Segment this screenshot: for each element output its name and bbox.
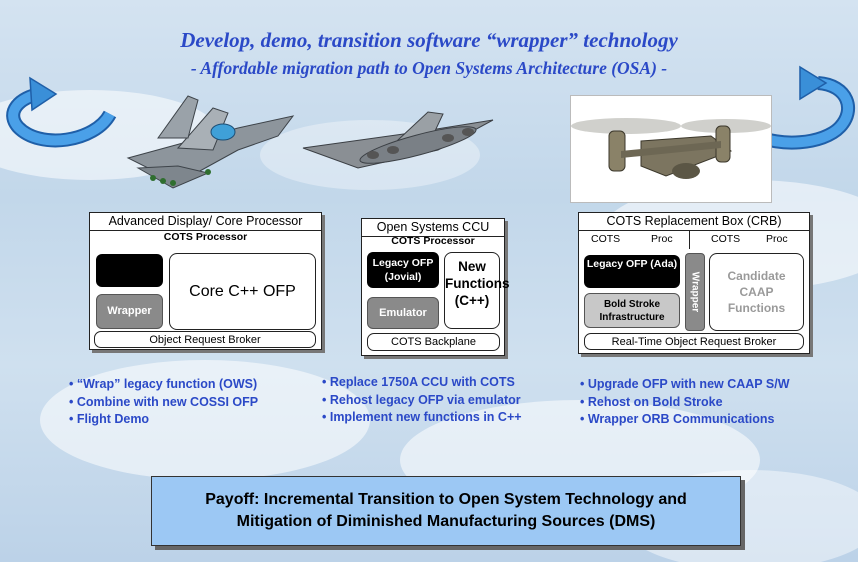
payoff-line-2: Mitigation of Diminished Manufacturing S… xyxy=(236,513,656,530)
bullet-item: • Upgrade OFP with new CAAP S/W xyxy=(580,377,790,391)
header-title: Develop, demo, transition software “wrap… xyxy=(180,28,678,52)
candidate-caap-block: Candidate CAAP Functions xyxy=(709,253,804,331)
legacy-ofp-ada-block: Legacy OFP (Ada) xyxy=(584,255,680,288)
advanced-display-core-processor-box: Advanced Display/ Core Processor COTS Pr… xyxy=(89,212,322,350)
bullets-column-1: • “Wrap” legacy function (OWS) • Combine… xyxy=(69,376,258,429)
vertical-wrapper-label: Wrapper xyxy=(689,271,701,313)
right-cots-label: COTS xyxy=(711,233,741,245)
legacy-jovial-label: Legacy OFP (Jovial) xyxy=(372,257,434,283)
header-subtitle: - Affordable migration path to Open Syst… xyxy=(190,58,668,78)
object-request-broker-bar: Object Request Broker xyxy=(94,331,316,348)
cargo-plane-icon xyxy=(302,111,494,169)
backplane-label: COTS Backplane xyxy=(391,336,476,348)
bullet-item: • Rehost legacy OFP via emulator xyxy=(322,392,521,407)
box1-title: Advanced Display/ Core Processor xyxy=(90,213,321,231)
bold-stroke-block: Bold Stroke Infrastructure xyxy=(584,293,680,328)
emulator-label: Emulator xyxy=(379,307,427,319)
cots-replacement-box: COTS Replacement Box (CRB) COTS Proc COT… xyxy=(578,212,810,354)
processor-divider xyxy=(689,231,690,249)
circular-arrow-left-icon xyxy=(6,76,117,148)
bullet-item: • “Wrap” legacy function (OWS) xyxy=(69,377,258,391)
rt-orb-label: Real-Time Object Request Broker xyxy=(611,336,777,348)
bullets-column-2: • Replace 1750A CCU with COTS • Rehost l… xyxy=(322,374,522,427)
box2-subtitle: COTS Processor xyxy=(391,235,475,247)
legacy-ofp-jovial-block: Legacy OFP (Jovial) xyxy=(367,252,439,288)
left-cots-label: COTS xyxy=(591,233,621,245)
emulator-block: Emulator xyxy=(367,297,439,329)
box3-title: COTS Replacement Box (CRB) xyxy=(579,213,809,231)
fighter-jet-icon xyxy=(126,95,295,189)
wrapper-block: Wrapper xyxy=(96,294,163,329)
legacy-function-block xyxy=(96,254,163,287)
payoff-line-1: Payoff: Incremental Transition to Open S… xyxy=(205,491,687,508)
tiltrotor-icon xyxy=(571,118,771,179)
bullet-item: • Replace 1750A CCU with COTS xyxy=(322,375,515,389)
bullet-item: • Wrapper ORB Communications xyxy=(580,412,775,426)
real-time-orb-bar: Real-Time Object Request Broker xyxy=(584,333,804,350)
left-proc-label: Proc xyxy=(651,233,673,245)
bold-stroke-label: Bold Stroke Infrastructure xyxy=(599,299,665,323)
new-functions-block: New Functions (C++) xyxy=(444,252,510,329)
wrapper-label: Wrapper xyxy=(107,305,152,317)
core-ofp-block: Core C++ OFP xyxy=(169,253,316,330)
orb-label: Object Request Broker xyxy=(149,334,261,346)
core-ofp-label: Core C++ OFP xyxy=(189,283,296,300)
new-functions-label: New Functions (C++) xyxy=(445,259,510,308)
box1-subtitle: COTS Processor xyxy=(163,231,248,243)
tiltrotor-photo xyxy=(570,95,772,203)
candidate-caap-label: Candidate CAAP Functions xyxy=(727,269,786,315)
open-systems-ccu-box: Open Systems CCU COTS Processor Legacy O… xyxy=(361,218,510,356)
bullet-item: • Combine with new COSSI OFP xyxy=(69,394,259,409)
vertical-wrapper-block: Wrapper xyxy=(685,253,705,331)
bullet-item: • Rehost on Bold Stroke xyxy=(580,394,723,409)
bullet-item: • Flight Demo xyxy=(69,412,150,426)
payoff-box: Payoff: Incremental Transition to Open S… xyxy=(151,476,741,546)
bullet-item: • Implement new functions in C++ xyxy=(322,410,522,424)
box2-title: Open Systems CCU xyxy=(362,219,504,237)
cots-backplane-bar: COTS Backplane xyxy=(367,333,500,351)
right-proc-label: Proc xyxy=(766,233,788,245)
legacy-ada-label: Legacy OFP (Ada) xyxy=(586,258,678,270)
bullets-column-3: • Upgrade OFP with new CAAP S/W • Rehost… xyxy=(580,376,790,429)
